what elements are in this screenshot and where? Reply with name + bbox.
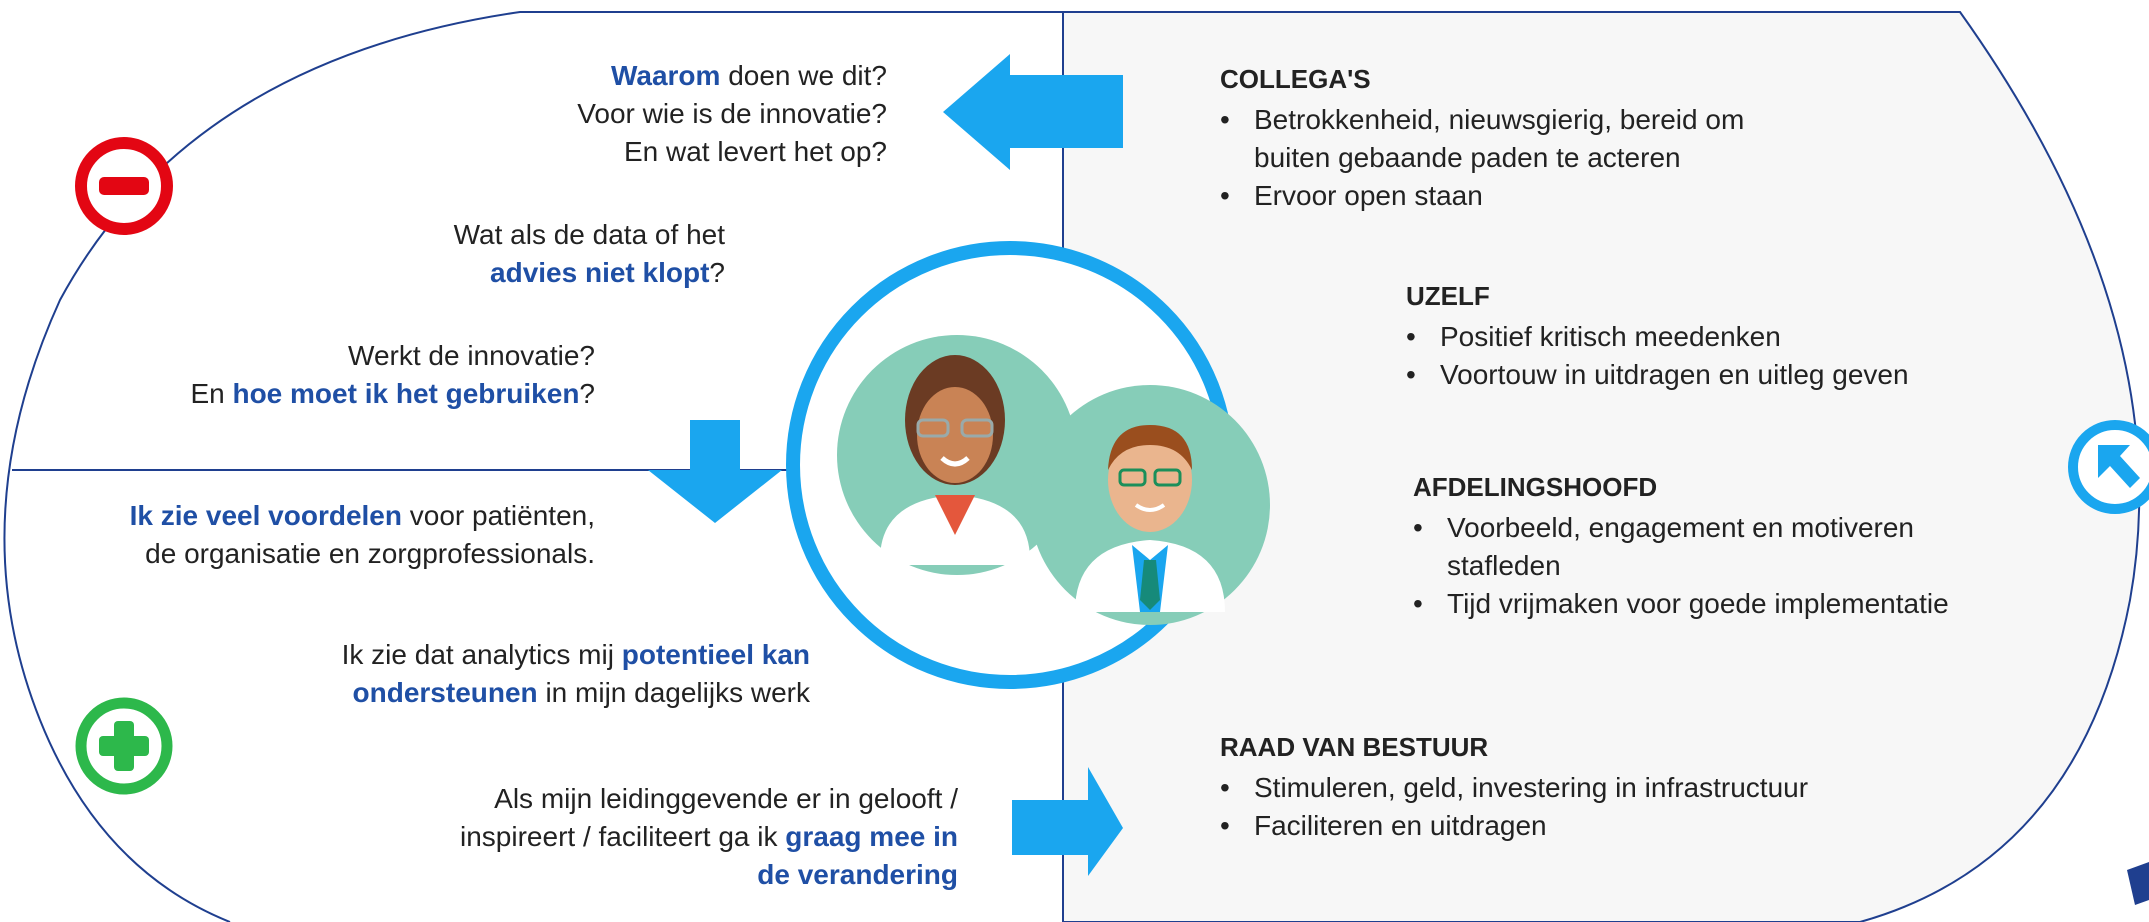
block-rvb-item1: Stimuleren, geld, investering in infrast… xyxy=(1254,772,1809,803)
block-uzelf-title: UZELF xyxy=(1406,281,1490,311)
partial-logo xyxy=(2120,850,2149,922)
question-works-line1: Werkt de innovatie? xyxy=(348,340,595,371)
block-uzelf-item1: Positief kritisch meedenken xyxy=(1440,321,1781,352)
question-why-bold: Waarom xyxy=(610,60,721,91)
statement-benefits-line2: de organisatie en zorgprofessionals. xyxy=(145,538,595,569)
question-works-end: ? xyxy=(579,378,595,409)
arrow-right-icon xyxy=(1012,767,1123,876)
block-afdelingshoofd-item1b: stafleden xyxy=(1447,550,1561,581)
block-afdelingshoofd-item: Tijd vrijmaken voor goede implementatie xyxy=(1413,585,1949,623)
question-works-prefix: En xyxy=(190,378,233,409)
block-afdelingshoofd-item1a: Voorbeeld, engagement en motiveren xyxy=(1447,512,1914,543)
left-lobe xyxy=(3,11,1063,922)
block-collegas-item: Ervoor open staan xyxy=(1220,177,1744,215)
right-lobe xyxy=(1062,11,2141,922)
question-yield-line: En wat levert het op? xyxy=(623,136,887,167)
block-collegas-item2: Ervoor open staan xyxy=(1254,180,1483,211)
block-rvb: RAAD VAN BESTUUR Stimuleren, geld, inves… xyxy=(1220,732,1808,845)
statement-analytics: Ik zie dat analytics mij potentieel kan … xyxy=(270,636,810,712)
question-why: Waarom doen we dit? Voor wie is de innov… xyxy=(420,57,887,171)
question-why-text: doen we dit? xyxy=(720,60,887,91)
block-collegas-item1b: buiten gebaande paden te acteren xyxy=(1254,142,1681,173)
block-rvb-item: Faciliteren en uitdragen xyxy=(1220,807,1808,845)
plus-circle-icon xyxy=(75,697,173,795)
block-collegas: COLLEGA'S Betrokkenheid, nieuwsgierig, b… xyxy=(1220,64,1744,215)
block-afdelingshoofd-title: AFDELINGSHOOFD xyxy=(1413,472,1658,502)
arrow-up-left-icon xyxy=(2068,420,2149,514)
statement-manager-text: inspireert / faciliteert ga ik xyxy=(460,821,786,852)
question-data-line1: Wat als de data of het xyxy=(453,219,725,250)
block-rvb-item: Stimuleren, geld, investering in infrast… xyxy=(1220,769,1809,807)
block-collegas-title: COLLEGA'S xyxy=(1220,64,1371,94)
question-works-bold: hoe moet ik het gebruiken xyxy=(232,378,580,409)
block-collegas-item: Betrokkenheid, nieuwsgierig, bereid om bu… xyxy=(1220,101,1745,177)
minus-circle-icon xyxy=(75,137,173,235)
statement-manager-bold1: graag mee in xyxy=(785,821,958,852)
block-afdelingshoofd-item2: Tijd vrijmaken voor goede implementatie xyxy=(1447,588,1949,619)
statement-benefits-text: voor patiënten, xyxy=(401,500,595,531)
question-who-line: Voor wie is de innovatie? xyxy=(577,98,887,129)
block-collegas-item1a: Betrokkenheid, nieuwsgierig, bereid om xyxy=(1254,104,1745,135)
doctors-illustration xyxy=(837,335,1270,625)
statement-manager-line1: Als mijn leidinggevende er in gelooft / xyxy=(494,783,958,814)
question-data: Wat als de data of het advies niet klopt… xyxy=(320,216,725,292)
statement-manager-bold2: de verandering xyxy=(757,859,958,890)
arrow-left-icon xyxy=(943,54,1123,170)
statement-analytics-bold1: potentieel kan xyxy=(621,639,810,670)
statement-benefits: Ik zie veel voordelen voor patiënten, de… xyxy=(60,497,595,573)
block-uzelf-item: Voortouw in uitdragen en uitleg geven xyxy=(1406,356,1909,394)
block-rvb-title: RAAD VAN BESTUUR xyxy=(1220,732,1489,762)
block-uzelf-item2: Voortouw in uitdragen en uitleg geven xyxy=(1440,359,1909,390)
question-works: Werkt de innovatie? En hoe moet ik het g… xyxy=(100,337,595,413)
block-afdelingshoofd-item: Voorbeeld, engagement en motiveren stafle… xyxy=(1413,509,1949,585)
block-rvb-item2: Faciliteren en uitdragen xyxy=(1254,810,1547,841)
block-uzelf: UZELF Positief kritisch meedenken Voorto… xyxy=(1406,281,1909,394)
block-afdelingshoofd: AFDELINGSHOOFD Voorbeeld, engagement en … xyxy=(1413,472,1949,623)
question-data-bold: advies niet klopt xyxy=(490,257,710,288)
block-uzelf-item: Positief kritisch meedenken xyxy=(1406,318,1909,356)
question-data-end: ? xyxy=(709,257,725,288)
statement-analytics-text: Ik zie dat analytics mij xyxy=(341,639,622,670)
statement-manager: Als mijn leidinggevende er in gelooft / … xyxy=(400,780,958,894)
statement-benefits-bold: Ik zie veel voordelen xyxy=(129,500,402,531)
statement-analytics-bold2: ondersteunen xyxy=(352,677,538,708)
statement-analytics-end: in mijn dagelijks werk xyxy=(537,677,810,708)
arrow-down-icon xyxy=(648,420,782,523)
